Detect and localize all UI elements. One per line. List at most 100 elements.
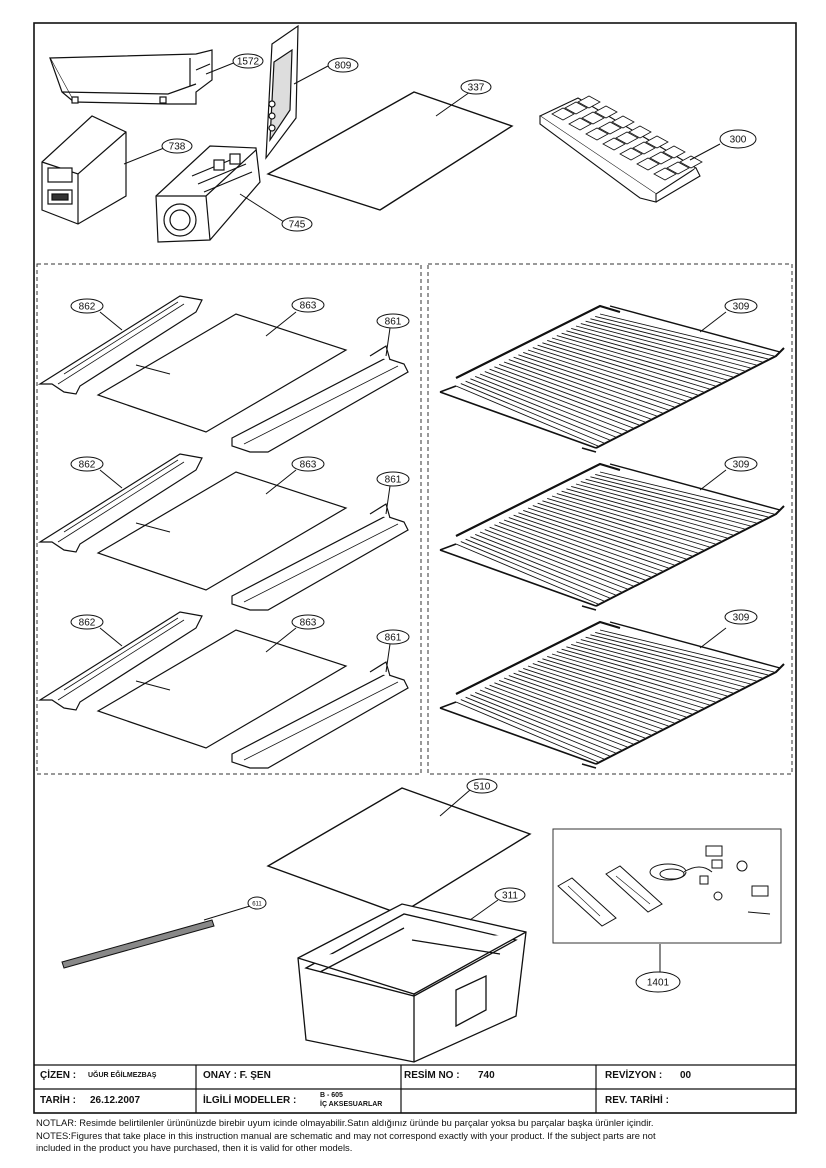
leader-809 [293,65,329,85]
wire-rod [460,699,605,760]
wire-rod [455,543,599,605]
wire-rod [470,378,616,438]
wire-rod [585,636,757,682]
front-trim-edge [63,301,179,375]
wire-rod [494,524,646,581]
ice-cell [636,157,660,171]
wire-rod [537,660,698,712]
balloon-611: 611 [247,896,267,910]
wire-rod [575,641,745,688]
ice-cell [666,161,690,175]
wire-rod [556,335,722,384]
wire-rod [460,541,605,602]
wire-rod [547,497,710,548]
ice-cell [611,115,635,129]
kit-1401 [557,845,771,927]
ilgili-modeller-label: İLGİLİ MODELLER : [203,1095,297,1106]
part-number-861-a: 861 [385,317,402,328]
kit-frame [552,828,782,944]
leader-337 [435,91,471,117]
wire-rod [547,655,710,706]
wire-rod [475,375,622,435]
balloon-863-b: 863 [291,456,325,472]
wire-rod [561,332,728,381]
part-number-510: 510 [474,782,491,793]
wire-rod [599,629,775,673]
ice-cell [662,145,686,159]
wire-frame-hook [439,543,597,611]
leader-1572 [205,61,237,75]
wire-rod [527,349,687,402]
wire-rod [503,361,657,417]
balloon-510: 510 [466,778,498,794]
front-trim-edge [57,461,185,543]
glass-shelf-assemblies [37,295,409,769]
resim-no-label: RESİM NO : [404,1070,460,1081]
wire-rod [566,488,734,536]
leader-862 [99,627,123,647]
resim-no-value: 740 [478,1070,495,1081]
wire-rod [479,373,628,432]
box-738 [41,115,127,225]
balloon-309-a: 309 [724,298,758,314]
wire-rod [479,531,628,590]
leader-510 [439,789,471,817]
wire-rod [532,347,693,399]
ice-cell [594,105,618,119]
leader-311 [469,899,499,921]
ice-cell [598,121,622,135]
title-block-grid [34,1064,796,1113]
part-number-309-c: 309 [733,613,750,624]
balloon-300: 300 [719,129,757,149]
balloon-309-c: 309 [724,609,758,625]
balloon-862-b: 862 [70,456,104,472]
wire-rod [556,493,722,542]
leader-863 [265,469,297,495]
wire-rod [499,679,651,736]
wire-rod [556,651,722,700]
leader-861 [385,485,391,515]
wire-rod [542,342,704,393]
wire-rod [566,330,734,378]
rear-trim-edge [243,681,399,761]
leader-611 [203,905,251,921]
part-number-861-c: 861 [385,633,402,644]
cizen-value: UĞUR EĞİLMEZBAŞ [88,1072,157,1079]
wire-rod [475,533,622,593]
part-number-337: 337 [468,83,485,94]
wire-rod [475,691,622,751]
wire-rod [484,529,634,587]
wire-rod [499,521,651,578]
front-trim-edge [57,303,185,385]
wire-rod [523,509,681,563]
wire-rod [542,658,704,709]
wire-rod [479,689,628,748]
notes-line-tr: NOTLAR: Resimde belirtilenler ürününüzde… [36,1117,654,1128]
ice-cell [653,167,677,181]
glass-shelf-assembly-3 [37,611,409,769]
tarih-value: 26.12.2007 [90,1095,141,1106]
rev-tarihi-label: REV. TARİHİ : [605,1095,669,1106]
wire-rod [499,363,651,420]
glass-shelf-assembly-1 [37,295,409,453]
wire-rod [585,478,757,524]
leader-861 [385,643,391,673]
balloon-1401: 1401 [635,971,681,993]
part-number-863-a: 863 [300,301,317,312]
wire-shelf-309-1 [439,304,785,453]
ice-cell [645,135,669,149]
dispenser-745 [155,145,261,243]
wire-frame-back [455,620,621,695]
part-number-1572: 1572 [237,57,260,68]
front-trim-leader [135,364,171,375]
part-number-300: 300 [730,135,747,146]
part-number-862-a: 862 [79,302,96,313]
ice-cell [632,141,656,155]
wire-rod [551,653,716,703]
wire-rod [494,682,646,739]
leader-309 [699,311,727,333]
notes-line-en-1: NOTES:Figures that take place in this in… [36,1129,656,1141]
part-number-745: 745 [289,220,306,231]
wire-rod [542,500,704,551]
